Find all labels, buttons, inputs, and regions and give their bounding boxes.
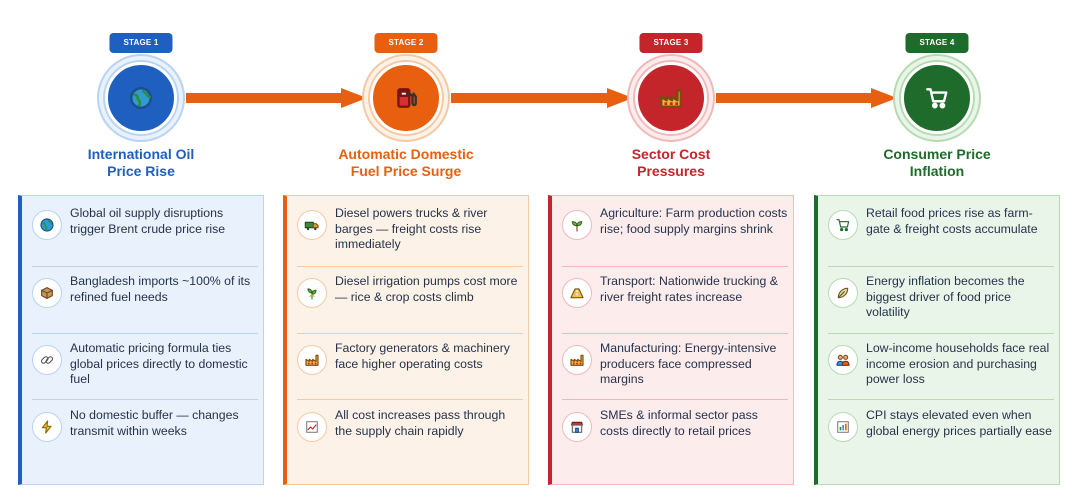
list-item: Global oil supply disruptions trigger Br… <box>32 206 258 272</box>
list-item: SMEs & informal sector pass costs direct… <box>562 408 788 474</box>
list-item: Diesel powers trucks & river barges — fr… <box>297 206 523 272</box>
truck-icon <box>297 210 327 240</box>
sprout-icon <box>562 210 592 240</box>
item-text: Diesel powers trucks & river barges — fr… <box>335 206 488 251</box>
shopping-cart-icon <box>924 85 950 111</box>
divider <box>562 266 788 267</box>
factory-icon <box>562 345 592 375</box>
box-icon <box>32 278 62 308</box>
list-item: Manufacturing: Energy-intensive producer… <box>562 341 788 407</box>
shop-icon <box>562 412 592 442</box>
divider <box>828 266 1054 267</box>
stage-circle <box>893 54 981 142</box>
chart-up-icon <box>297 412 327 442</box>
list-item: All cost increases pass through the supp… <box>297 408 523 474</box>
road-icon <box>562 278 592 308</box>
globe-icon <box>32 210 62 240</box>
item-text: Factory generators & machinery face high… <box>335 341 510 371</box>
stage-badge: STAGE 2 <box>374 33 438 53</box>
list-item: Energy inflation becomes the biggest dri… <box>828 274 1054 340</box>
flow-arrow-3 <box>716 88 897 108</box>
stage-title: Automatic Domestic Fuel Price Surge <box>338 146 474 179</box>
list-item: Automatic pricing formula ties global pr… <box>32 341 258 407</box>
divider <box>828 333 1054 334</box>
fuel-pump-icon <box>393 85 419 111</box>
item-text: Automatic pricing formula ties global pr… <box>70 341 248 386</box>
list-item: Factory generators & machinery face high… <box>297 341 523 407</box>
item-text: SMEs & informal sector pass costs direct… <box>600 408 758 438</box>
divider <box>297 266 523 267</box>
list-item: CPI stays elevated even when global ener… <box>828 408 1054 474</box>
list-item: Agriculture: Farm production costs rise;… <box>562 206 788 272</box>
item-text: All cost increases pass through the supp… <box>335 408 506 438</box>
item-text: CPI stays elevated even when global ener… <box>866 408 1052 438</box>
divider <box>562 333 788 334</box>
list-item: Bangladesh imports ~100% of its refined … <box>32 274 258 340</box>
shopping-cart-icon <box>828 210 858 240</box>
stage-panel: Diesel powers trucks & river barges — fr… <box>283 195 529 485</box>
divider <box>32 399 258 400</box>
stage-badge: STAGE 3 <box>639 33 703 53</box>
list-item: No domestic buffer — changes transmit wi… <box>32 408 258 474</box>
stage-badge: STAGE 1 <box>109 33 173 53</box>
bar-chart-icon <box>828 412 858 442</box>
factory-icon <box>658 85 684 111</box>
stage-circle <box>627 54 715 142</box>
stage-badge: STAGE 4 <box>905 33 969 53</box>
list-item: Transport: Nationwide trucking & river f… <box>562 274 788 340</box>
stage-2: STAGE 2 Automatic Domestic Fuel Price Sur… <box>283 0 529 498</box>
divider <box>32 333 258 334</box>
item-text: Manufacturing: Energy-intensive producer… <box>600 341 777 386</box>
item-text: Low-income households face real income e… <box>866 341 1050 386</box>
stage-title: Sector Cost Pressures <box>631 146 711 179</box>
link-icon <box>32 345 62 375</box>
item-text: Bangladesh imports ~100% of its refined … <box>70 274 251 304</box>
item-text: Retail food prices rise as farm-gate & f… <box>866 206 1038 236</box>
list-item: Diesel irrigation pumps cost more — rice… <box>297 274 523 340</box>
flow-arrow-1 <box>186 88 367 108</box>
item-text: Agriculture: Farm production costs rise;… <box>600 206 788 236</box>
stage-circle <box>97 54 185 142</box>
divider <box>828 399 1054 400</box>
stage-circle <box>362 54 450 142</box>
stage-panel: Retail food prices rise as farm-gate & f… <box>814 195 1060 485</box>
item-text: Transport: Nationwide trucking & river f… <box>600 274 778 304</box>
stage-title: International Oil Price Rise <box>87 146 195 179</box>
stage-panel: Agriculture: Farm production costs rise;… <box>548 195 794 485</box>
factory-icon <box>297 345 327 375</box>
divider <box>32 266 258 267</box>
divider <box>562 399 788 400</box>
list-item: Low-income households face real income e… <box>828 341 1054 407</box>
item-text: Energy inflation becomes the biggest dri… <box>866 274 1025 319</box>
family-icon <box>828 345 858 375</box>
globe-icon <box>128 85 154 111</box>
item-text: Diesel irrigation pumps cost more — rice… <box>335 274 518 304</box>
item-text: No domestic buffer — changes transmit wi… <box>70 408 239 438</box>
stage-panel: Global oil supply disruptions trigger Br… <box>18 195 264 485</box>
lightning-icon <box>32 412 62 442</box>
flow-arrow-2 <box>451 88 633 108</box>
list-item: Retail food prices rise as farm-gate & f… <box>828 206 1054 272</box>
item-text: Global oil supply disruptions trigger Br… <box>70 206 226 236</box>
divider <box>297 333 523 334</box>
leaf-icon <box>828 278 858 308</box>
crop-icon <box>297 278 327 308</box>
stage-title: Consumer Price Inflation <box>883 146 991 179</box>
divider <box>297 399 523 400</box>
